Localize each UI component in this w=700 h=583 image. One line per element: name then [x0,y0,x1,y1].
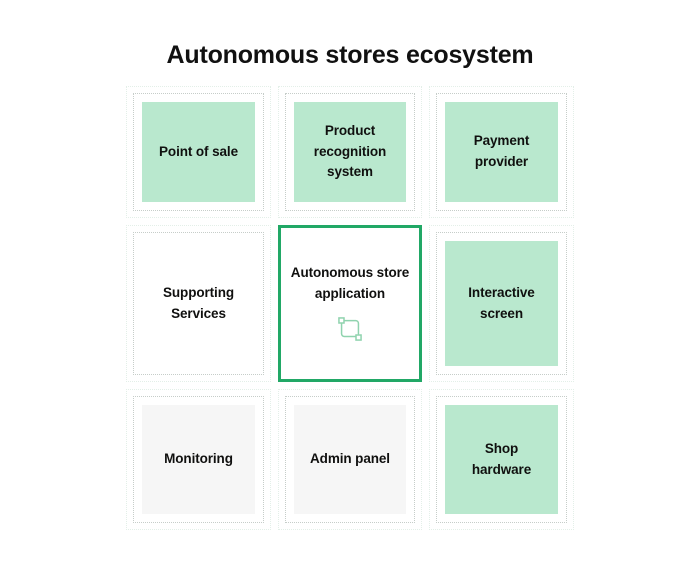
transform-handles-icon [335,314,365,344]
card-label: Shop hardware [471,440,532,477]
card-fill: Point of sale [142,102,255,202]
card-inner-frame: Admin panel [285,396,415,523]
card-admin-panel[interactable]: Admin panel [278,389,422,530]
card-fill: Interactive screen [445,241,558,366]
page-title: Autonomous stores ecosystem [166,41,534,69]
card-product-recognition-system[interactable]: Product recognition system [278,86,422,218]
card-point-of-sale[interactable]: Point of sale [126,86,271,218]
card-label: Monitoring [164,451,233,467]
card-fill: Supporting Services [142,241,255,366]
card-inner-frame: Monitoring [133,396,264,523]
card-inner-frame: Product recognition system [285,93,415,211]
card-label: Admin panel [310,451,390,467]
card-label: Supporting Services [163,284,234,321]
card-fill: Product recognition system [294,102,406,202]
card-inner-frame: Point of sale [133,93,264,211]
card-fill: Monitoring [142,405,255,514]
card-fill: Shop hardware [445,405,558,514]
card-interactive-screen[interactable]: Interactive screen [429,225,574,382]
card-body: Autonomous store application [281,228,419,379]
card-payment-provider[interactable]: Payment provider [429,86,574,218]
card-fill: Admin panel [294,405,406,514]
card-autonomous-store-application[interactable]: Autonomous store application [278,225,422,382]
card-inner-frame: Interactive screen [436,232,567,375]
card-fill: Payment provider [445,102,558,202]
card-inner-frame: Payment provider [436,93,567,211]
card-inner-frame: Supporting Services [133,232,264,375]
card-label: Product recognition system [313,122,387,180]
card-inner-frame: Shop hardware [436,396,567,523]
ecosystem-grid: Point of sale Product recognition system… [126,86,574,530]
card-label: Point of sale [159,143,238,159]
card-label: Payment provider [473,133,530,169]
card-label: Autonomous store application [290,264,410,301]
card-supporting-services[interactable]: Supporting Services [126,225,271,382]
card-monitoring[interactable]: Monitoring [126,389,271,530]
card-label: Interactive screen [468,284,535,321]
card-shop-hardware[interactable]: Shop hardware [429,389,574,530]
